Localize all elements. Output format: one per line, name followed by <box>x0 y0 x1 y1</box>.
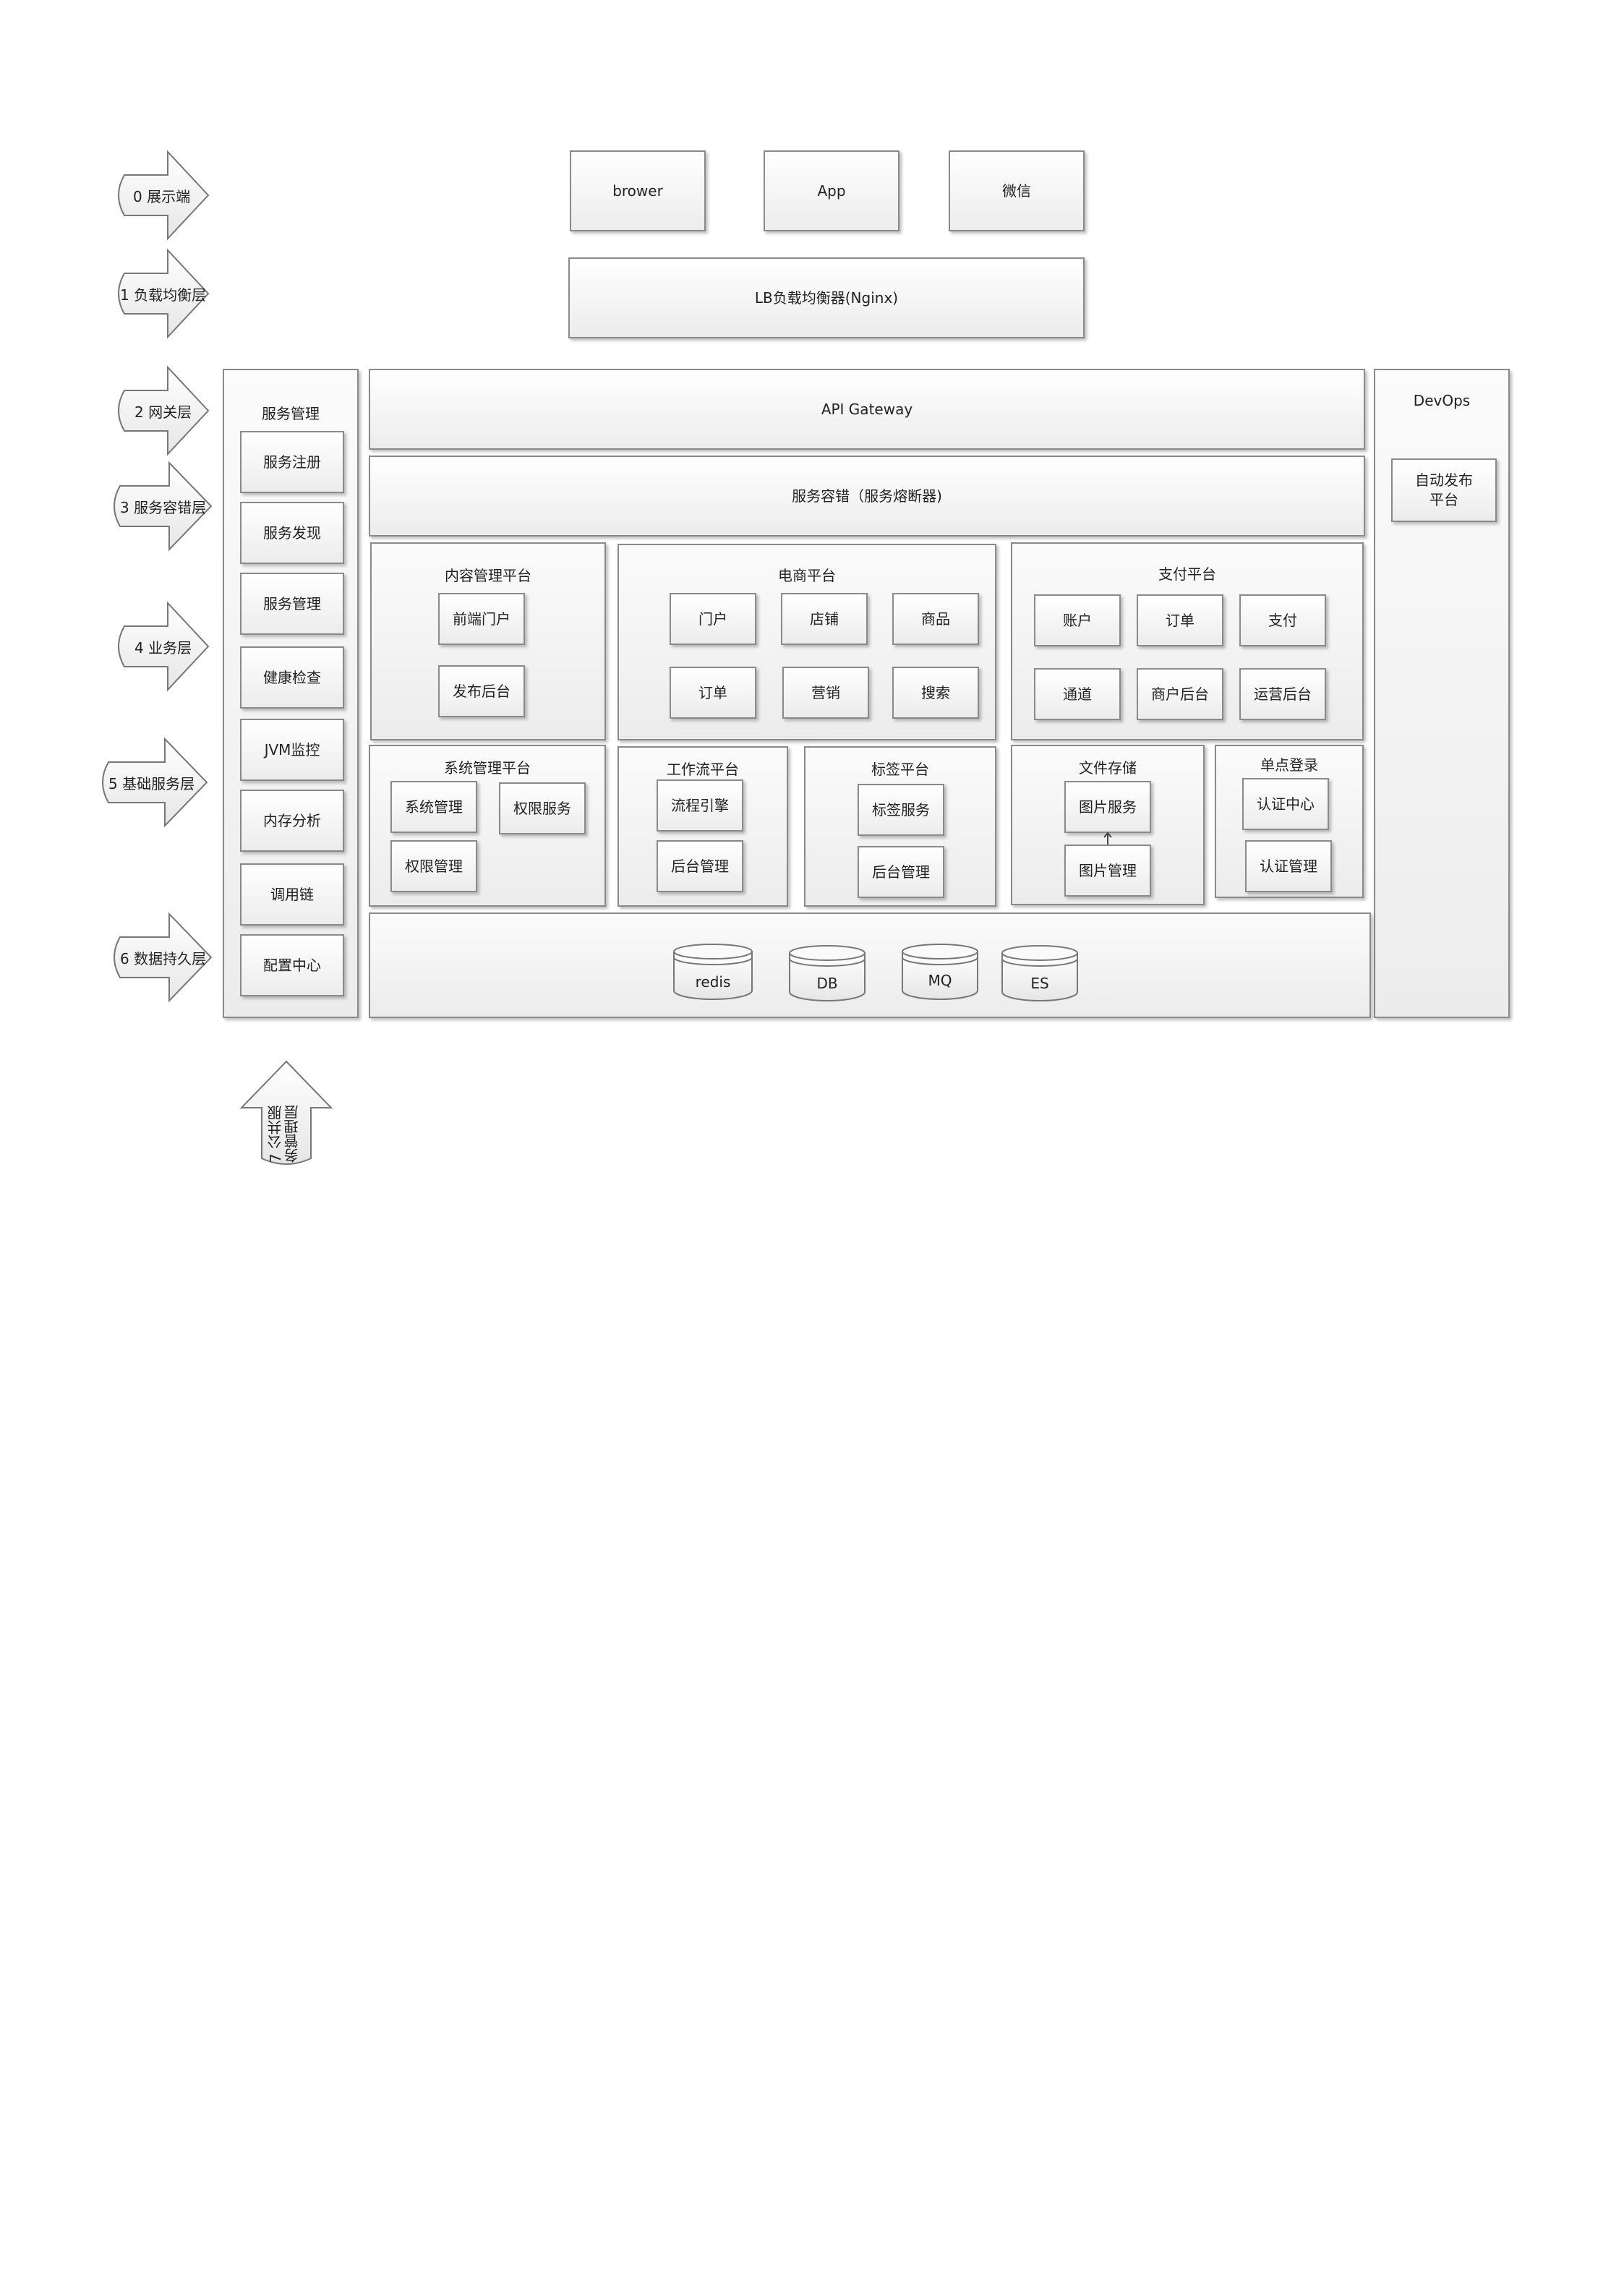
load-balancer: LB负载均衡器(Nginx) <box>568 257 1085 338</box>
layer-arrow-4: 4 业务层 <box>116 601 210 692</box>
sysmgmt-platform: 系统管理平台 系统管理 权限服务 权限管理 <box>369 745 606 907</box>
database-icon <box>789 945 866 1001</box>
platform-item: 权限服务 <box>499 782 586 834</box>
platform-item: 系统管理 <box>390 781 477 833</box>
platform-item: 后台管理 <box>858 846 944 898</box>
layer-arrow-0: 0 展示端 <box>116 150 210 241</box>
platform-item: 通道 <box>1034 668 1121 720</box>
platform-item: 前端门户 <box>438 593 525 645</box>
panel-title: 工作流平台 <box>667 761 739 778</box>
panel-title: DevOps <box>1413 392 1471 409</box>
right-arrow-icon <box>118 601 210 692</box>
panel-title: 服务管理 <box>262 405 320 422</box>
right-arrow-icon <box>118 150 210 241</box>
panel-title: 标签平台 <box>871 761 929 778</box>
platform-item: 账户 <box>1034 594 1121 646</box>
service-item: 服务发现 <box>240 502 344 564</box>
layer-label: 7 公共服务管理层 <box>267 1105 301 1163</box>
panel-title: 内容管理平台 <box>445 567 531 584</box>
storage-es: ES <box>1001 944 1079 1002</box>
panel-title: 单点登录 <box>1260 756 1318 774</box>
panel-title: 电商平台 <box>778 567 836 584</box>
service-item: 配置中心 <box>240 934 344 996</box>
api-gateway: API Gateway <box>369 369 1365 450</box>
platform-item: 订单 <box>1137 594 1223 646</box>
arrow-up-icon <box>1103 832 1112 845</box>
platform-item: 后台管理 <box>657 840 743 892</box>
layer-label: 2 网关层 <box>134 403 192 421</box>
platform-item: 图片管理 <box>1064 845 1151 897</box>
client-wechat: 微信 <box>949 150 1085 231</box>
layer-label: 1 负载均衡层 <box>120 286 207 304</box>
storage-label: ES <box>1030 975 1049 992</box>
layer-arrow-1: 1 负载均衡层 <box>116 248 210 339</box>
client-browser: brower <box>570 150 706 231</box>
platform-item: 认证中心 <box>1242 778 1329 830</box>
data-layer: redis DB MQ ES <box>369 913 1371 1018</box>
platform-item: 流程引擎 <box>657 779 743 832</box>
right-arrow-icon <box>118 365 210 456</box>
auto-release-platform: 自动发布 平台 <box>1391 458 1497 522</box>
storage-label: redis <box>695 973 731 991</box>
service-item: 内存分析 <box>240 790 344 852</box>
panel-title: 系统管理平台 <box>444 759 531 777</box>
up-arrow-icon <box>239 1060 333 1165</box>
sso-platform: 单点登录 认证中心 认证管理 <box>1215 745 1364 898</box>
client-app: App <box>764 150 899 231</box>
storage-mq: MQ <box>901 943 979 1001</box>
platform-item: 商品 <box>892 593 979 645</box>
storage-db: DB <box>788 944 866 1002</box>
service-management-panel: 服务管理 服务注册 服务发现 服务管理 健康检查 JVM监控 内存分析 调用链 … <box>223 369 359 1018</box>
service-item: 服务管理 <box>240 573 344 635</box>
right-arrow-icon <box>102 737 208 828</box>
right-arrow-icon <box>114 912 213 1003</box>
layer-arrow-3: 3 服务容错层 <box>111 461 213 552</box>
platform-item: 运营后台 <box>1239 668 1326 720</box>
platform-item: 认证管理 <box>1245 840 1332 892</box>
platform-item: 营销 <box>782 667 869 719</box>
panel-title: 文件存储 <box>1079 759 1137 777</box>
platform-item: 发布后台 <box>438 665 525 717</box>
right-arrow-icon <box>118 248 210 339</box>
layer-label: 4 业务层 <box>134 639 192 657</box>
layer-label: 0 展示端 <box>133 188 191 205</box>
tag-platform: 标签平台 标签服务 后台管理 <box>804 746 996 907</box>
platform-item: 商户后台 <box>1137 668 1223 720</box>
layer-arrow-5: 5 基础服务层 <box>100 737 208 828</box>
database-icon <box>902 944 978 1000</box>
layer-arrow-2: 2 网关层 <box>116 365 210 456</box>
cms-platform: 内容管理平台 前端门户 发布后台 <box>370 542 606 740</box>
storage-label: MQ <box>928 972 952 989</box>
database-icon <box>1001 945 1078 1001</box>
layer-arrow-6: 6 数据持久层 <box>111 912 213 1003</box>
service-item: 服务注册 <box>240 431 344 493</box>
platform-item: 支付 <box>1239 594 1326 646</box>
layer-label: 3 服务容错层 <box>120 499 207 516</box>
platform-item: 门户 <box>670 593 756 645</box>
platform-item: 权限管理 <box>390 840 477 892</box>
workflow-platform: 工作流平台 流程引擎 后台管理 <box>617 746 788 907</box>
devops-panel: DevOps 自动发布 平台 <box>1374 369 1510 1018</box>
database-icon <box>673 944 753 1000</box>
platform-item: 搜索 <box>892 667 979 719</box>
layer-label: 5 基础服务层 <box>108 775 195 792</box>
storage-label: DB <box>816 975 838 992</box>
service-item: JVM监控 <box>240 719 344 781</box>
storage-redis: redis <box>672 943 753 1001</box>
platform-item: 店铺 <box>781 593 868 645</box>
platform-item: 图片服务 <box>1064 781 1151 833</box>
fault-tolerance: 服务容错（服务熔断器) <box>369 456 1365 537</box>
platform-item: 订单 <box>670 667 756 719</box>
right-arrow-icon <box>114 461 213 552</box>
ecommerce-platform: 电商平台 门户 店铺 商品 订单 营销 搜索 <box>617 544 996 740</box>
payment-platform: 支付平台 账户 订单 支付 通道 商户后台 运营后台 <box>1011 542 1364 740</box>
service-item: 健康检查 <box>240 646 344 709</box>
service-item: 调用链 <box>240 863 344 926</box>
layer-arrow-7: 7 公共服务管理层 <box>239 1060 333 1167</box>
file-storage: 文件存储 图片服务 图片管理 <box>1011 745 1205 905</box>
layer-label: 6 数据持久层 <box>120 950 207 967</box>
platform-item: 标签服务 <box>858 784 944 836</box>
panel-title: 支付平台 <box>1158 565 1216 583</box>
